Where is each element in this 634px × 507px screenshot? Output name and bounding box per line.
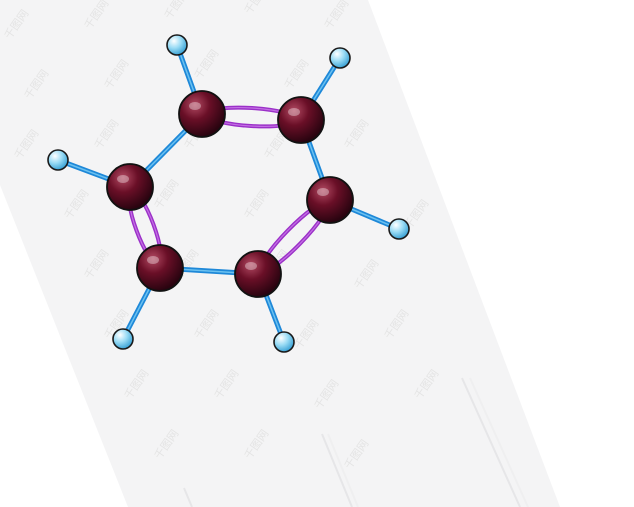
carbon-atom [234, 250, 282, 298]
atom-highlight [288, 108, 300, 116]
carbon-atom [306, 176, 354, 224]
atom-highlight [245, 262, 257, 270]
atom-highlight [147, 256, 159, 264]
hydrogen-atom [329, 47, 351, 69]
carbon-atom [106, 163, 154, 211]
atom-highlight [189, 102, 201, 110]
carbon-atom [136, 244, 184, 292]
background-streaks [183, 377, 529, 507]
atom-layer [47, 34, 410, 353]
hydrogen-atom [47, 149, 69, 171]
background-panel [0, 0, 560, 507]
hydrogen-atom [112, 328, 134, 350]
atom-highlight [117, 175, 129, 183]
hydrogen-atom [273, 331, 295, 353]
hydrogen-atom [388, 218, 410, 240]
carbon-atom [178, 90, 226, 138]
atom-highlight [317, 188, 329, 196]
carbon-atom [277, 96, 325, 144]
hydrogen-atom [166, 34, 188, 56]
